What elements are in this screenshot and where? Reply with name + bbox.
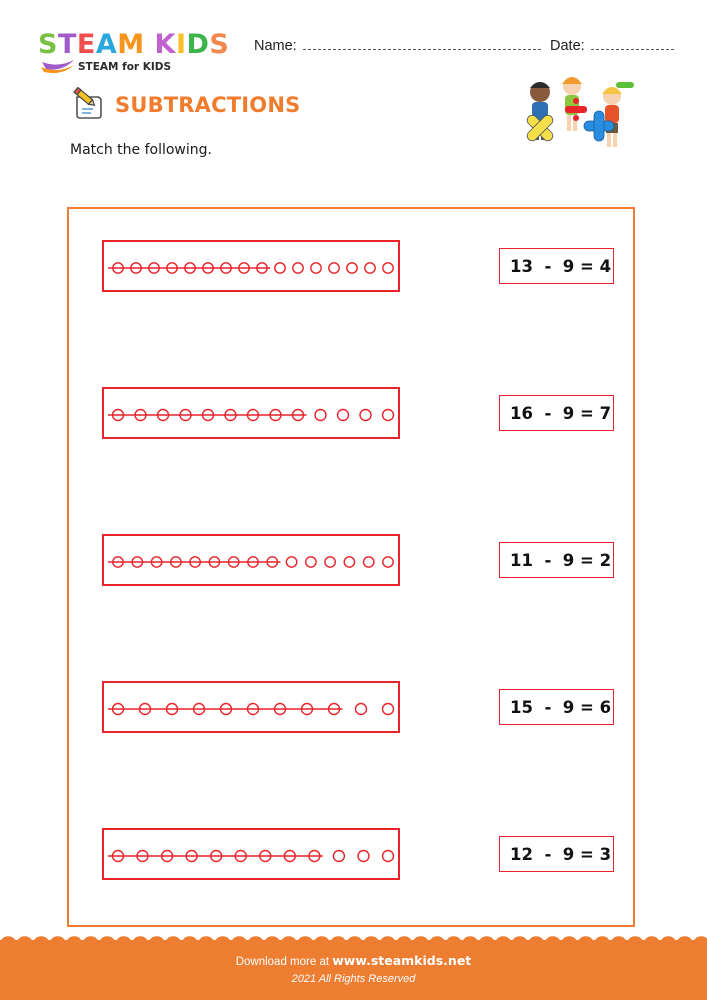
logo-letter: I — [175, 29, 187, 60]
logo-letter: D — [186, 29, 210, 60]
counter-circle — [314, 408, 327, 422]
page-title: SUBTRACTIONS — [115, 93, 301, 117]
counter-circle — [381, 702, 395, 716]
footer-prefix: Download more at — [235, 956, 333, 968]
counter-circle — [324, 556, 337, 568]
counter-circle — [382, 556, 394, 568]
counter-circle — [354, 702, 368, 716]
counter-circle — [274, 262, 286, 274]
counter-circles — [108, 556, 394, 568]
equation-box[interactable]: 12 - 9 = 3 — [499, 836, 614, 872]
counter-circle — [285, 556, 298, 568]
counter-circle — [362, 556, 375, 568]
counter-circle — [328, 262, 340, 274]
equation-box[interactable]: 13 - 9 = 4 — [499, 248, 614, 284]
logo-letter — [145, 30, 155, 60]
logo-letter: S — [209, 29, 230, 60]
counter-circle — [336, 408, 350, 422]
steam-kids-logo: STEAM KIDS STEAM for KIDS — [38, 30, 238, 75]
counter-circles — [108, 408, 395, 422]
counter-circle — [346, 262, 358, 274]
counter-box[interactable] — [102, 534, 400, 586]
logo-wordmark: STEAM KIDS — [38, 30, 229, 60]
counter-box[interactable] — [102, 240, 400, 292]
counter-circles — [108, 702, 395, 716]
exercise-row: 12 - 9 = 3 — [0, 828, 707, 880]
counter-circle — [381, 408, 395, 422]
equation-box[interactable]: 15 - 9 = 6 — [499, 689, 614, 725]
footer-copyright: 2021 All Rights Reserved — [291, 973, 416, 985]
counter-circle — [359, 408, 372, 422]
counter-circle — [310, 262, 322, 274]
counter-circle — [381, 849, 395, 863]
name-label: Name: — [254, 38, 297, 54]
logo-letter: A — [95, 29, 118, 60]
kids-math-illustration — [526, 77, 634, 147]
name-blank-line[interactable] — [302, 38, 541, 50]
name-field[interactable]: Name: — [254, 38, 541, 54]
logo-tagline: STEAM for KIDS — [78, 61, 172, 73]
counter-box[interactable] — [102, 681, 400, 733]
exercise-row: 13 - 9 = 4 — [0, 240, 707, 292]
counter-circles — [108, 849, 395, 863]
smile-swoosh-icon — [41, 60, 74, 74]
date-blank-line[interactable] — [590, 38, 674, 50]
logo-letter: T — [57, 29, 77, 60]
counter-box[interactable] — [102, 828, 400, 880]
counter-box[interactable] — [102, 387, 400, 439]
exercise-row: 15 - 9 = 6 — [0, 681, 707, 733]
logo-letter: M — [117, 29, 145, 60]
counter-circle — [292, 262, 304, 274]
logo-letter: E — [76, 29, 96, 60]
instruction-text: Match the following. — [70, 142, 212, 158]
counter-circle — [382, 262, 394, 274]
exercise-row: 16 - 9 = 7 — [0, 387, 707, 439]
footer-bar — [0, 940, 707, 1000]
counter-circle — [364, 262, 376, 274]
date-label: Date: — [550, 38, 585, 54]
counter-circle — [332, 849, 346, 863]
equation-box[interactable]: 16 - 9 = 7 — [499, 395, 614, 431]
footer-download-text: Download more at www.steamkids.net — [0, 953, 707, 968]
date-field[interactable]: Date: — [550, 38, 674, 54]
counter-circle — [343, 556, 356, 568]
counter-circle — [304, 556, 317, 568]
exercise-frame — [67, 207, 635, 927]
counter-circles — [108, 262, 394, 274]
footer-url-link[interactable]: www.steamkids.net — [332, 953, 472, 968]
counter-circle — [357, 849, 370, 863]
logo-letter: K — [154, 29, 176, 60]
pencil-paper-icon — [73, 87, 102, 119]
exercise-row: 11 - 9 = 2 — [0, 534, 707, 586]
logo-letter: S — [38, 29, 58, 60]
equation-box[interactable]: 11 - 9 = 2 — [499, 542, 614, 578]
